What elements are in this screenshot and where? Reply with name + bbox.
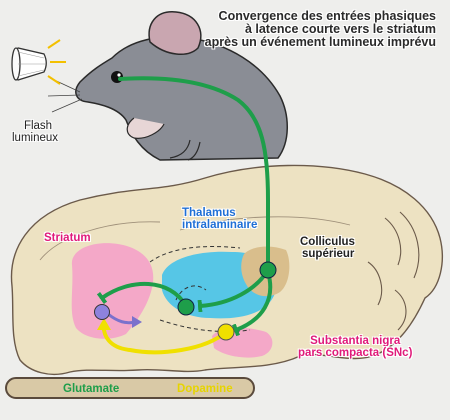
colliculus-label: Colliculus supérieur: [300, 236, 355, 260]
snc-to-striatum-dopamine-pathway: [101, 321, 228, 355]
title-line-3: après un événement lumineux imprévu: [204, 35, 436, 49]
title-line-1: Convergence des entrées phasiques: [218, 9, 436, 23]
snc-label: Substantia nigra pars compacta (SNc): [298, 335, 413, 359]
thalamus-to-striatum-pathway: [96, 281, 188, 308]
rat-ear: [148, 11, 202, 55]
rat-whiskers: [47, 77, 83, 113]
colliculus-neuron: [259, 261, 277, 279]
striatum-label: Striatum: [44, 232, 91, 244]
rat-paw: [126, 117, 165, 139]
thalamus-neuron: [177, 298, 195, 316]
legend-dopamine-label: Dopamine: [177, 383, 233, 395]
striatum-neuron: [94, 304, 110, 320]
colliculus-to-snc-pathway: [231, 271, 273, 337]
eye-to-colliculus-pathway: [118, 76, 270, 270]
snc-neuron: [217, 323, 235, 341]
flash-label: Flash lumineux: [12, 120, 59, 144]
cortex-line: [39, 216, 351, 261]
cerebellum-folds: [367, 211, 420, 331]
title-line-2: à latence courte vers le striatum: [244, 22, 436, 36]
flash-ray-bottom: [47, 75, 61, 85]
flash-ray-top: [47, 39, 61, 49]
rat-body: [75, 36, 288, 161]
flash-lamp-icon: [11, 39, 66, 85]
thalamus-label: Thalamus intralaminaire: [182, 207, 258, 231]
rat-front-leg: [169, 139, 201, 161]
legend: Glutamate Dopamine: [5, 377, 255, 399]
legend-glutamate-label: Glutamate: [63, 383, 120, 395]
